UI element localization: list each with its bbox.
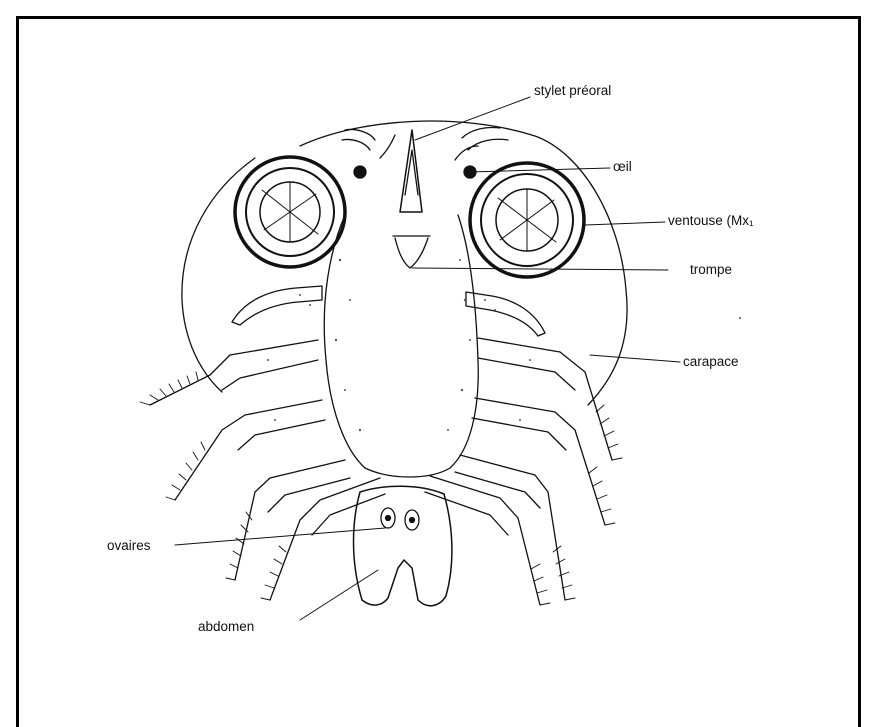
maxilla-left: [232, 286, 322, 325]
label-ovaires: ovaires: [107, 538, 151, 553]
trompe-shape: [395, 238, 428, 268]
leader-ventouse: [585, 222, 665, 225]
leader-stylet: [415, 97, 530, 140]
label-oeil: œil: [613, 159, 632, 174]
ventouse-right: [470, 163, 584, 277]
maxilla-right: [466, 292, 545, 336]
leader-carapace: [590, 355, 680, 362]
stippling: [267, 259, 741, 431]
label-trompe: trompe: [690, 262, 732, 277]
leader-abdomen: [300, 570, 378, 620]
label-stylet-preoral: stylet préoral: [534, 83, 611, 98]
setae: [140, 372, 622, 605]
leader-oeil: [470, 168, 610, 172]
label-ventouse: ventouse (Mx₁: [668, 213, 754, 228]
legs-left: [150, 340, 385, 600]
label-carapace: carapace: [683, 354, 739, 369]
body-outline: [324, 215, 478, 477]
abdomen-shape: [354, 486, 452, 606]
label-abdomen: abdomen: [198, 619, 254, 634]
eye-left: [354, 166, 366, 178]
legs-right: [425, 338, 612, 605]
ventouse-left: [235, 157, 345, 267]
stylet-preoral: [400, 130, 422, 212]
leader-trompe: [412, 268, 668, 270]
